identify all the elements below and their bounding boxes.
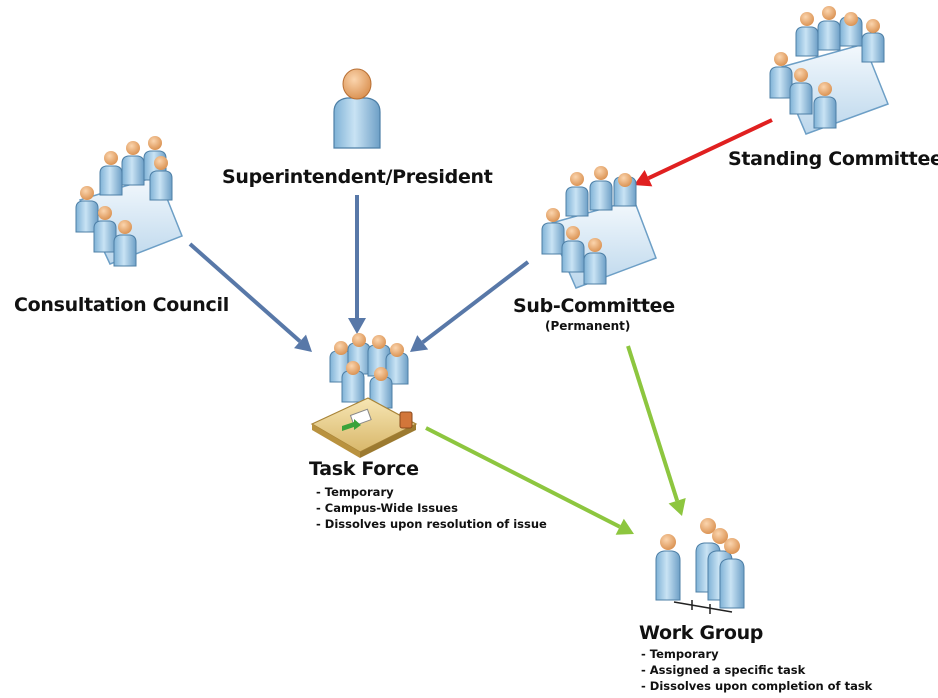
arrowhead-icon [410,335,429,352]
connector-arrow [626,345,686,516]
arrow-line [425,426,621,529]
committee-meeting-icon [541,166,657,289]
arrow-line [626,345,680,502]
work-group-label: Work Group [639,622,764,644]
arrow-line [421,260,530,344]
list-item: Dissolves upon completion of task [641,678,873,694]
connector-layer [188,118,773,535]
standing-committee-label: Standing Committee [728,148,938,170]
arrowhead-icon [294,334,312,352]
arrowhead-icon [634,170,653,187]
sub-committee-sublabel: (Permanent) [545,319,631,333]
people-group-icon [655,518,745,614]
list-item: Temporary [641,646,872,662]
committee-meeting-icon [75,136,183,267]
task-force-notes: Temporary Campus-Wide Issues Dissolves u… [316,484,547,532]
connector-arrow [425,426,634,535]
arrow-line [647,118,773,180]
list-item: Assigned a specific task [641,662,872,678]
arrowhead-icon [348,318,366,334]
list-item: Dissolves upon resolution of issue [316,516,547,532]
work-group-notes: Temporary Assigned a specific task Disso… [641,646,873,694]
committee-meeting-icon [769,6,889,135]
arrowhead-icon [615,518,634,535]
arrow-line [188,242,302,343]
connector-arrow [634,118,773,187]
sub-committee-label: Sub-Committee [513,295,675,317]
connector-arrow [188,242,312,352]
connector-arrow [348,195,366,334]
team-at-desk-icon [310,333,418,458]
task-force-label: Task Force [309,458,419,480]
list-item: Campus-Wide Issues [316,500,547,516]
superintendent-label: Superintendent/President [222,166,493,188]
consultation-council-label: Consultation Council [14,294,229,316]
list-item: Temporary [316,484,547,500]
person-icon [333,68,381,149]
connector-arrow [410,260,530,352]
arrowhead-icon [668,498,686,516]
